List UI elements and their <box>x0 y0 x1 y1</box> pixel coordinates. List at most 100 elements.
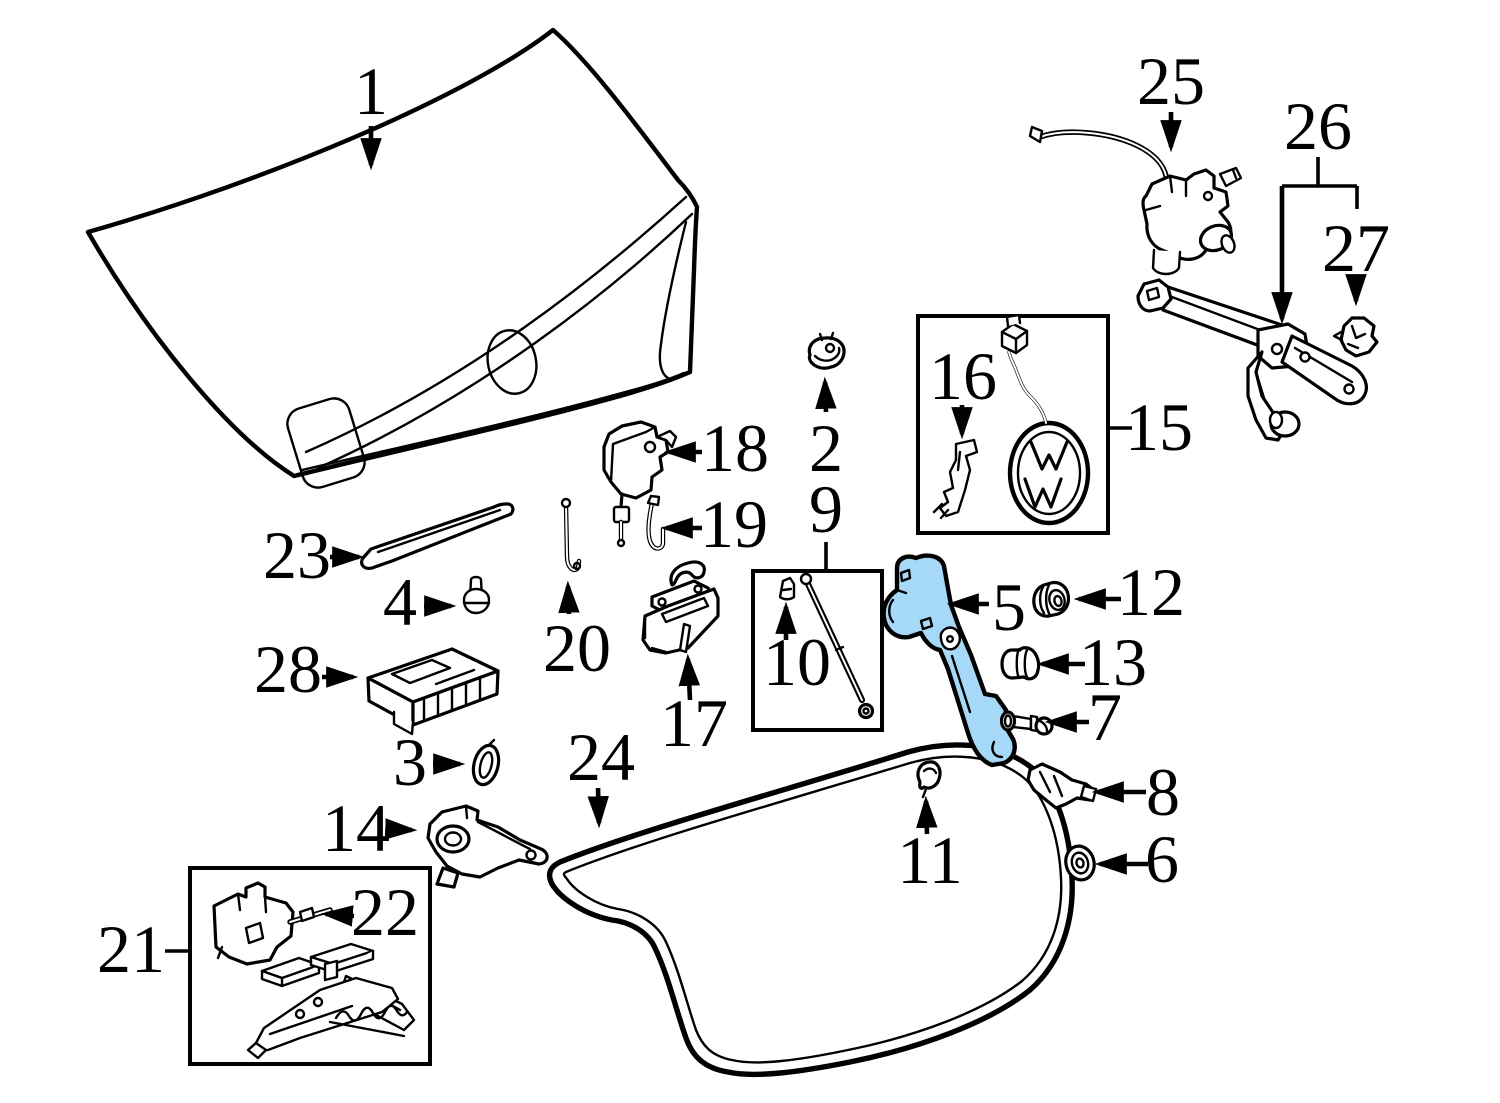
hinge-arm-clevis <box>1136 278 1173 313</box>
part-label-17: 17 <box>660 685 728 761</box>
part-label-7: 7 <box>1088 679 1122 755</box>
emblem-wire-core <box>1008 351 1047 424</box>
trunk-lid-side-fold-line <box>658 220 688 380</box>
washer-mid <box>1070 851 1090 875</box>
hinge-arm-pad-hole-a <box>1299 351 1311 363</box>
lock-lever <box>669 560 706 587</box>
emblem-plug-tab <box>1005 313 1022 328</box>
part-24-weatherstrip-seal <box>546 742 1075 1078</box>
actuator-body <box>602 420 670 500</box>
lock-plate-hole-left <box>657 597 667 607</box>
emblem-clip-16-fingers <box>932 450 962 520</box>
bracket-end-tab <box>1079 784 1098 803</box>
clip-stem <box>921 787 928 799</box>
part-label-26: 26 <box>1284 88 1352 164</box>
strut-joint-tick <box>834 645 845 652</box>
part-25-release-actuator <box>1028 125 1243 276</box>
hinge-arm-clevis-hole <box>1145 286 1161 302</box>
part-label-23: 23 <box>263 517 331 593</box>
part-label-19: 19 <box>700 486 768 562</box>
part-label-11: 11 <box>897 822 962 898</box>
part-label-3: 3 <box>393 724 427 800</box>
part-26-hinge-arm <box>1136 278 1368 442</box>
grommet12-ribs <box>1038 583 1052 617</box>
latch-center-post <box>323 959 339 982</box>
release-connector-line <box>1231 168 1238 180</box>
hinge-arm-pivot-hole <box>1270 342 1284 356</box>
part-label-18: 18 <box>701 410 769 486</box>
kit-box-9-10 <box>751 569 884 732</box>
part-4-screw <box>462 575 491 615</box>
actuator-pin-tip <box>616 538 626 548</box>
bracket-lines <box>1038 770 1064 798</box>
grommet12-ring <box>1048 588 1066 612</box>
lock-module-22-body <box>212 881 295 966</box>
lock-rod-eyelet <box>560 497 572 509</box>
part-label-28: 28 <box>254 631 322 707</box>
actuator-collar <box>612 505 631 524</box>
kit-box-15-16 <box>916 313 1110 535</box>
latch-foot <box>246 1041 268 1060</box>
release-motor-cap <box>1220 234 1236 254</box>
part-14-hinge-bracket <box>426 804 549 889</box>
module-top-details <box>390 658 476 686</box>
hinge-pivot-ear <box>939 626 961 651</box>
bolt-head <box>999 710 1017 732</box>
part-13-plug <box>1000 646 1041 681</box>
leader-lines <box>165 157 1359 953</box>
emblem-w-glyph <box>1023 477 1063 509</box>
hinge-arm-boss-bolt <box>1268 410 1284 430</box>
part-label-21: 21 <box>97 911 165 987</box>
part-8-bracket <box>1026 762 1098 810</box>
part-20-lock-rod <box>560 497 582 573</box>
grommet12-hole <box>1053 594 1063 608</box>
trunk-lid-flange-line <box>300 371 686 472</box>
module-tab <box>392 710 415 736</box>
part-23-trim-strip <box>360 502 515 570</box>
leader-arrow-14 <box>384 818 418 840</box>
plug-body <box>1000 646 1041 681</box>
strut-bottom-eyelet-hole <box>862 707 870 715</box>
strut-core <box>807 583 863 701</box>
rod-hook-tab <box>646 494 661 507</box>
strut-bottom-eyelet <box>857 702 875 720</box>
bracket14-hole <box>525 849 537 861</box>
release-cable-core <box>1039 131 1169 194</box>
latch-hole-b <box>312 996 324 1008</box>
lock-plate-hole-right <box>693 584 703 594</box>
rod-hook-core <box>647 502 664 550</box>
part-7-pivot-bolt <box>999 710 1054 736</box>
part-6-washer <box>1064 844 1096 882</box>
trunk-lid-lock-hole <box>486 329 538 395</box>
trunk-lid-crease-lines <box>304 195 694 470</box>
part-label-6: 6 <box>1145 821 1179 897</box>
emblem-v-glyph <box>1029 440 1069 471</box>
plug-ribs <box>1015 647 1029 680</box>
part-label-13: 13 <box>1079 624 1147 700</box>
hinge-details <box>888 568 1004 759</box>
part-18-lock-actuator <box>602 420 678 548</box>
hinge-pivot-hole <box>946 635 955 644</box>
part-label-4: 4 <box>383 564 417 640</box>
lock-body-lines <box>643 614 668 654</box>
bracket14-boss <box>435 824 471 854</box>
kit-box-21-22 <box>188 866 432 1066</box>
part-label-2: 2 <box>809 410 843 486</box>
part-label-15: 15 <box>1125 389 1193 465</box>
part-label-10: 10 <box>763 624 831 700</box>
hinge-arm-pad-hole-b <box>1343 383 1355 395</box>
leader-arrows <box>320 112 1367 927</box>
part-19-rod-hook <box>646 494 666 551</box>
part-label-22: 22 <box>351 874 419 950</box>
leader-arrow-24 <box>587 787 609 829</box>
emblem-outer-ring <box>1007 420 1091 526</box>
latch-plate-arm-line <box>268 1004 354 1036</box>
grommet-notch <box>487 738 496 747</box>
part-12-grommet <box>1032 580 1071 618</box>
latch-hole-a <box>294 1008 306 1020</box>
part-label-27: 27 <box>1322 210 1390 286</box>
leader-arrow-11 <box>916 795 938 835</box>
leader-arrow-2 <box>815 376 837 413</box>
release-actuator-hole <box>1202 190 1214 202</box>
